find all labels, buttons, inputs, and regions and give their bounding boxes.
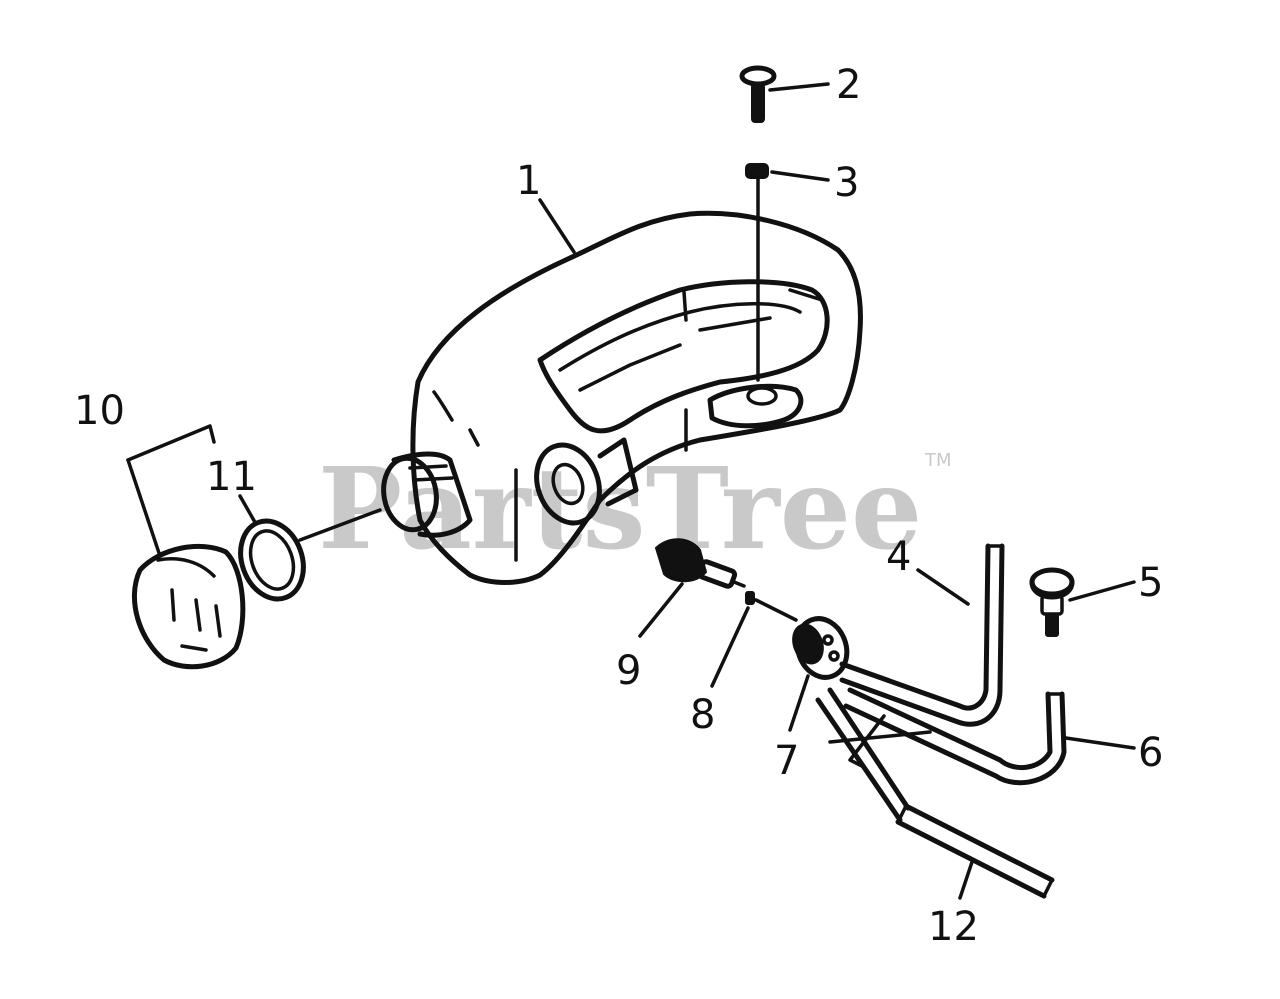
- watermark-trademark: TM: [924, 450, 952, 471]
- leader-3: [770, 170, 830, 182]
- leader-10-11-bracket: [126, 424, 216, 462]
- gasket-part[interactable]: [230, 508, 382, 608]
- leader-7: [788, 674, 810, 732]
- fuel-cap-part[interactable]: [131, 543, 246, 670]
- callout-4: 4: [886, 534, 911, 580]
- fuel-valve-part[interactable]: [788, 612, 855, 685]
- callout-12: 12: [928, 904, 979, 950]
- leader-9: [638, 582, 684, 638]
- callout-3: 3: [834, 160, 859, 206]
- callout-9: 9: [616, 648, 641, 694]
- fuel-line-part-6[interactable]: [843, 687, 1067, 786]
- callout-8: 8: [690, 692, 715, 738]
- leader-6: [1064, 736, 1136, 750]
- leader-8: [710, 606, 750, 688]
- screw-part[interactable]: [739, 65, 777, 123]
- leader-2: [768, 82, 830, 92]
- nut-part[interactable]: [745, 163, 769, 382]
- callout-2: 2: [836, 62, 861, 108]
- callout-10: 10: [74, 388, 125, 434]
- leader-lines: [126, 82, 1136, 900]
- primer-bulb-part[interactable]: [1029, 567, 1075, 637]
- leader-12: [958, 860, 974, 900]
- callout-7: 7: [774, 738, 799, 784]
- leader-7-12-bracket: [848, 714, 886, 768]
- leader-5: [1068, 580, 1136, 602]
- pickup-tube-part[interactable]: [815, 687, 1055, 899]
- callout-1: 1: [516, 158, 541, 204]
- leader-7b: [828, 730, 932, 744]
- seal-part[interactable]: [745, 591, 798, 622]
- leader-4: [916, 568, 970, 606]
- leader-10: [126, 458, 162, 558]
- fuel-line-part-4[interactable]: [839, 543, 1005, 727]
- watermark-text: PartsTree: [318, 444, 922, 575]
- fuel-tank-part[interactable]: [378, 210, 863, 585]
- outlet-fitting-part[interactable]: [654, 538, 746, 589]
- leader-11: [238, 494, 258, 526]
- callout-6: 6: [1138, 730, 1163, 776]
- callout-11: 11: [206, 454, 257, 500]
- callouts: 1 2 3 4 5 6 7 8 9 10 11 12: [74, 62, 1163, 950]
- leader-1: [538, 198, 576, 254]
- callout-5: 5: [1138, 560, 1163, 606]
